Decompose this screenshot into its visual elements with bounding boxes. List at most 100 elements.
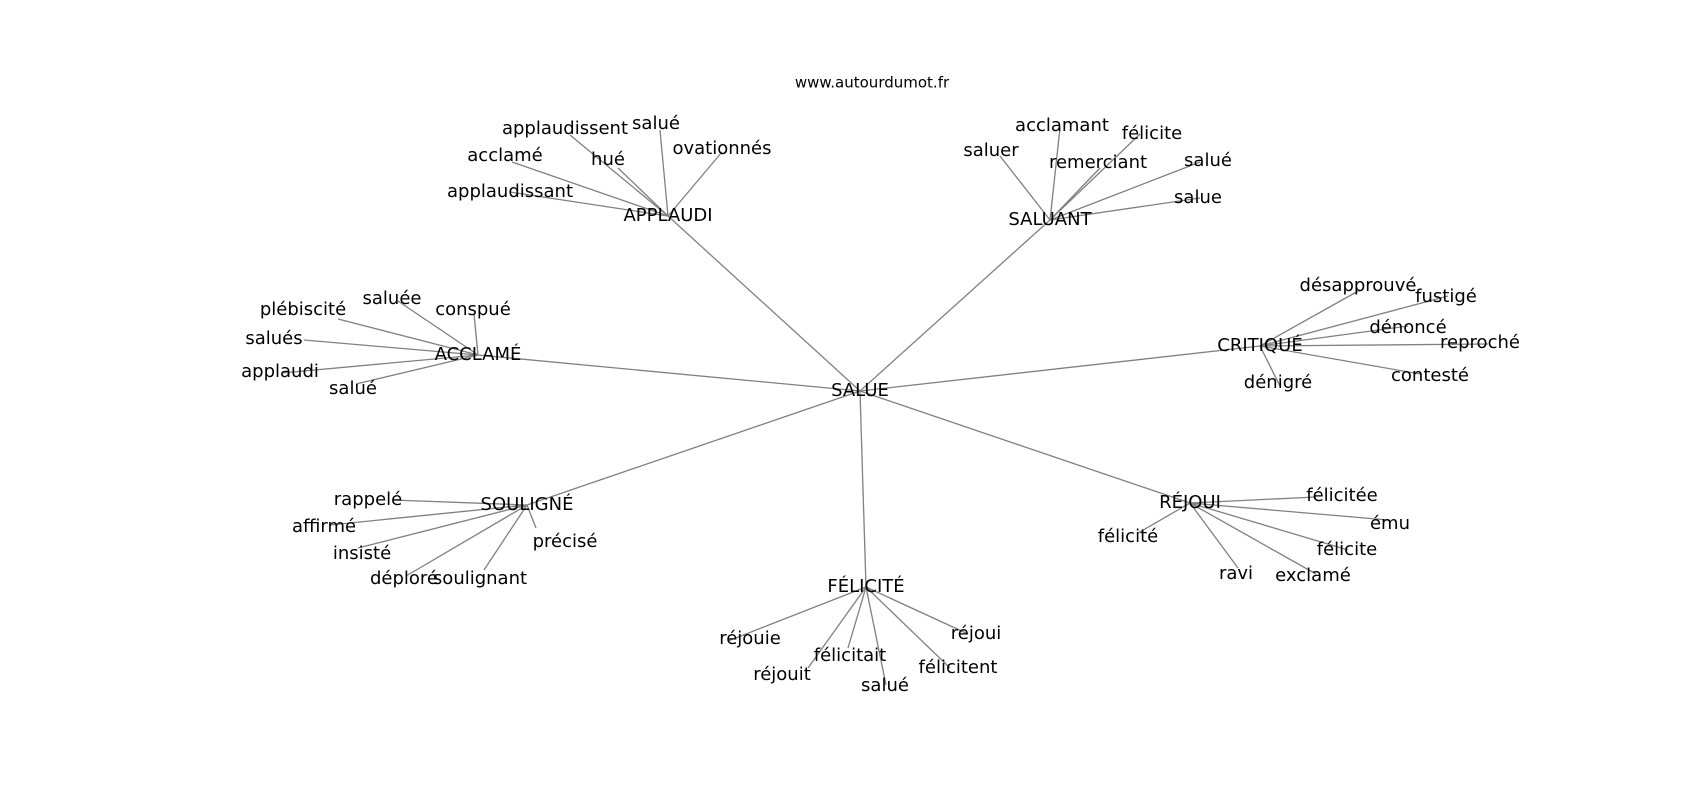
edge-hub-to-leaf <box>1259 295 1449 347</box>
leaf-word: saluée <box>363 288 422 309</box>
edge-hub-to-leaf <box>1189 502 1349 551</box>
edge-hub-to-leaf <box>357 504 528 549</box>
leaf-word: félicitée <box>1306 485 1378 506</box>
edge-hub-to-leaf <box>1259 345 1421 375</box>
leaf-word: dénigré <box>1244 372 1312 393</box>
edge-hub-to-leaf <box>617 167 669 217</box>
hub-word: FÉLICITÉ <box>827 575 904 597</box>
edge-hub-to-leaf <box>526 504 537 529</box>
leaf-word: salué <box>632 113 680 134</box>
edge-layer <box>281 127 1489 686</box>
edge-hub-to-leaf <box>1189 502 1389 521</box>
edge-center-to-hub <box>667 215 861 392</box>
leaf-word: salue <box>1174 187 1222 208</box>
leaf-word: salués <box>245 328 302 349</box>
edge-hub-to-leaf <box>667 151 723 217</box>
leaf-word: félicité <box>1098 526 1158 547</box>
center-word: SALUE <box>831 380 889 401</box>
leaf-word: soulignant <box>433 568 527 589</box>
hub-word: SOULIGNÉ <box>481 493 574 515</box>
leaf-word: félicitent <box>919 657 998 678</box>
leaf-word: félicite <box>1317 539 1377 560</box>
leaf-word: félicitait <box>814 645 886 666</box>
leaf-word: ovationnés <box>672 138 771 159</box>
edge-hub-to-leaf <box>397 300 479 356</box>
site-url: www.autourdumot.fr <box>795 74 950 92</box>
edge-hub-to-leaf <box>999 155 1051 221</box>
edge-hub-to-leaf <box>569 134 669 217</box>
leaf-word: conspué <box>435 299 511 320</box>
edge-hub-to-leaf <box>1189 502 1239 569</box>
edge-hub-to-leaf <box>865 586 951 669</box>
edge-hub-to-leaf <box>473 313 479 356</box>
label-layer: www.autourdumot.fr SALUE APPLAUDI applaud… <box>241 74 1520 697</box>
leaf-word: insisté <box>333 543 391 564</box>
leaf-word: réjouie <box>719 628 781 649</box>
leaf-word: réjoui <box>951 623 1002 644</box>
leaf-word: fustigé <box>1415 286 1477 307</box>
leaf-word: précisé <box>533 531 598 552</box>
leaf-word: salué <box>861 675 909 696</box>
leaf-word: ému <box>1370 513 1410 534</box>
edge-hub-to-leaf <box>865 586 969 635</box>
edge-hub-to-leaf <box>727 586 867 642</box>
leaf-word: hué <box>591 149 625 170</box>
leaf-word: rappelé <box>334 489 402 510</box>
leaf-word: reproché <box>1440 332 1520 353</box>
leaf-word: félicite <box>1122 123 1182 144</box>
edge-hub-to-leaf <box>1137 502 1191 534</box>
leaf-word: exclamé <box>1275 565 1351 586</box>
edge-hub-to-leaf <box>847 586 867 649</box>
edge-hub-to-leaf <box>807 586 867 669</box>
hub-word: CRITIQUÉ <box>1217 334 1302 356</box>
leaf-word: réjouit <box>753 664 811 685</box>
leaf-word: remerciant <box>1049 152 1147 173</box>
edge-hub-to-leaf <box>329 504 528 526</box>
leaf-word: salué <box>329 378 377 399</box>
leaf-word: saluer <box>963 140 1019 161</box>
hub-word: ACCLAMÉ <box>435 343 522 365</box>
edge-center-to-hub <box>477 354 861 392</box>
leaf-word: affirmé <box>292 516 356 537</box>
edge-hub-to-leaf <box>1189 502 1317 575</box>
leaf-word: applaudi <box>241 361 319 382</box>
edge-center-to-hub <box>859 390 1191 504</box>
leaf-word: salué <box>1184 150 1232 171</box>
edge-center-to-hub <box>526 390 861 506</box>
leaf-word: ravi <box>1219 563 1253 584</box>
edge-hub-to-leaf <box>391 499 528 506</box>
hub-word: APPLAUDI <box>623 205 712 226</box>
edge-hub-to-leaf <box>509 191 669 217</box>
edge-hub-to-leaf <box>1189 496 1317 504</box>
hub-word: SALUANT <box>1008 209 1092 230</box>
hub-word: RÉJOUI <box>1159 491 1221 513</box>
edge-hub-to-leaf <box>337 318 479 356</box>
leaf-word: dénoncé <box>1369 317 1446 338</box>
leaf-word: acclamant <box>1015 115 1109 136</box>
edge-center-to-hub <box>859 390 867 588</box>
edge-hub-to-leaf <box>1259 345 1281 387</box>
edge-hub-to-leaf <box>355 354 479 385</box>
edge-hub-to-leaf <box>1049 133 1141 221</box>
leaf-word: applaudissent <box>502 118 628 139</box>
leaf-word: acclamé <box>467 145 542 166</box>
edge-hub-to-leaf <box>511 161 669 217</box>
leaf-word: contesté <box>1391 365 1469 386</box>
edge-hub-to-leaf <box>483 504 528 571</box>
leaf-word: déploré <box>370 568 438 589</box>
edge-center-to-hub <box>859 345 1261 392</box>
edge-hub-to-leaf <box>1049 167 1101 221</box>
edge-hub-to-leaf <box>1259 325 1409 347</box>
edge-hub-to-leaf <box>659 129 669 217</box>
leaf-word: plébiscité <box>260 299 346 320</box>
edge-hub-to-leaf <box>1049 197 1201 221</box>
edge-hub-to-leaf <box>865 586 887 686</box>
edge-hub-to-leaf <box>1049 127 1061 221</box>
leaf-word: désapprouvé <box>1300 275 1417 296</box>
edge-hub-to-leaf <box>405 504 528 577</box>
edge-center-to-hub <box>859 219 1051 392</box>
edge-hub-to-leaf <box>281 354 479 374</box>
edge-hub-to-leaf <box>1259 343 1489 347</box>
edge-hub-to-leaf <box>303 339 479 356</box>
